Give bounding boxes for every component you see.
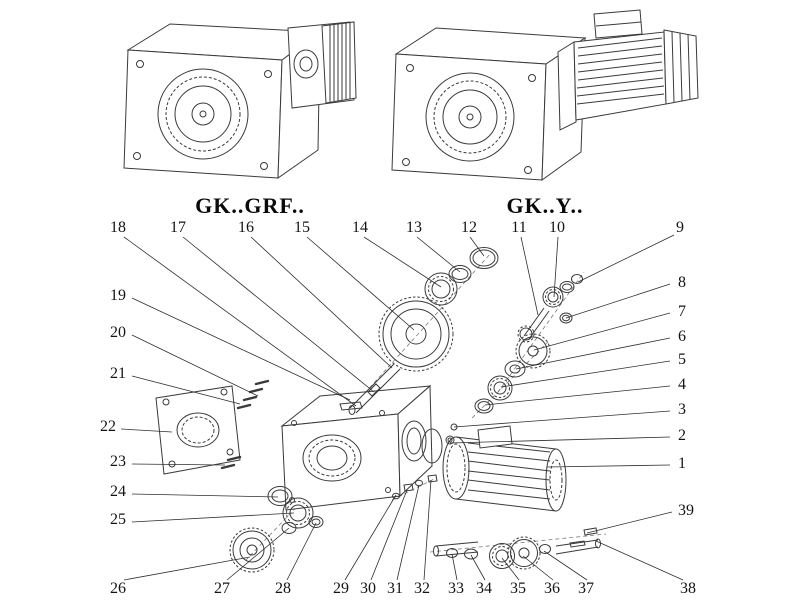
callout-14: 14 — [352, 219, 368, 236]
exploded-view — [155, 247, 607, 573]
assembled-view-gk-grf — [123, 21, 357, 179]
intermediate-gear-train — [474, 333, 551, 414]
callout-36: 36 — [544, 580, 560, 597]
callout-5: 5 — [678, 351, 686, 368]
flange-plate — [155, 385, 241, 475]
flange-bolts — [220, 379, 270, 470]
callout-13: 13 — [406, 219, 422, 236]
leader-lines — [120, 234, 684, 581]
callout-6: 6 — [678, 328, 686, 345]
gear-housing — [280, 384, 433, 511]
callout-24: 24 — [110, 483, 126, 500]
callout-33: 33 — [448, 580, 464, 597]
callout-21: 21 — [110, 365, 126, 382]
callout-38: 38 — [680, 580, 696, 597]
callout-32: 32 — [414, 580, 430, 597]
assembled-view-gk-y — [391, 9, 699, 181]
callout-37: 37 — [578, 580, 594, 597]
callout-17: 17 — [170, 219, 186, 236]
callout-28: 28 — [275, 580, 291, 597]
callout-1: 1 — [678, 455, 686, 472]
callout-11: 11 — [511, 219, 527, 236]
callout-7: 7 — [678, 303, 686, 320]
callout-25: 25 — [110, 511, 126, 528]
main-axis-bearing-rings — [424, 247, 499, 306]
callout-8: 8 — [678, 274, 686, 291]
output-shaft-and-gear — [348, 296, 454, 415]
callout-9: 9 — [676, 219, 684, 236]
callout-26: 26 — [110, 580, 126, 597]
callout-4: 4 — [678, 376, 686, 393]
callout-2: 2 — [678, 427, 686, 444]
callout-12: 12 — [461, 219, 477, 236]
callout-3: 3 — [678, 401, 686, 418]
callout-22: 22 — [100, 418, 116, 435]
callout-34: 34 — [476, 580, 492, 597]
callout-27: 27 — [214, 580, 230, 597]
callout-16: 16 — [238, 219, 254, 236]
callout-39: 39 — [678, 502, 694, 519]
callout-18: 18 — [110, 219, 126, 236]
callout-31: 31 — [387, 580, 403, 597]
callout-10: 10 — [549, 219, 565, 236]
callout-30: 30 — [360, 580, 376, 597]
lower-right-shaft-assembly — [433, 527, 601, 570]
callout-19: 19 — [110, 287, 126, 304]
model-label-gk-grf: GK..GRF.. — [195, 193, 305, 218]
motor — [421, 423, 567, 512]
callout-20: 20 — [110, 324, 126, 341]
input-pinion-cluster — [517, 274, 583, 343]
callout-23: 23 — [110, 453, 126, 470]
callout-35: 35 — [510, 580, 526, 597]
callout-15: 15 — [294, 219, 310, 236]
model-label-gk-y: GK..Y.. — [506, 193, 584, 218]
callout-29: 29 — [333, 580, 349, 597]
